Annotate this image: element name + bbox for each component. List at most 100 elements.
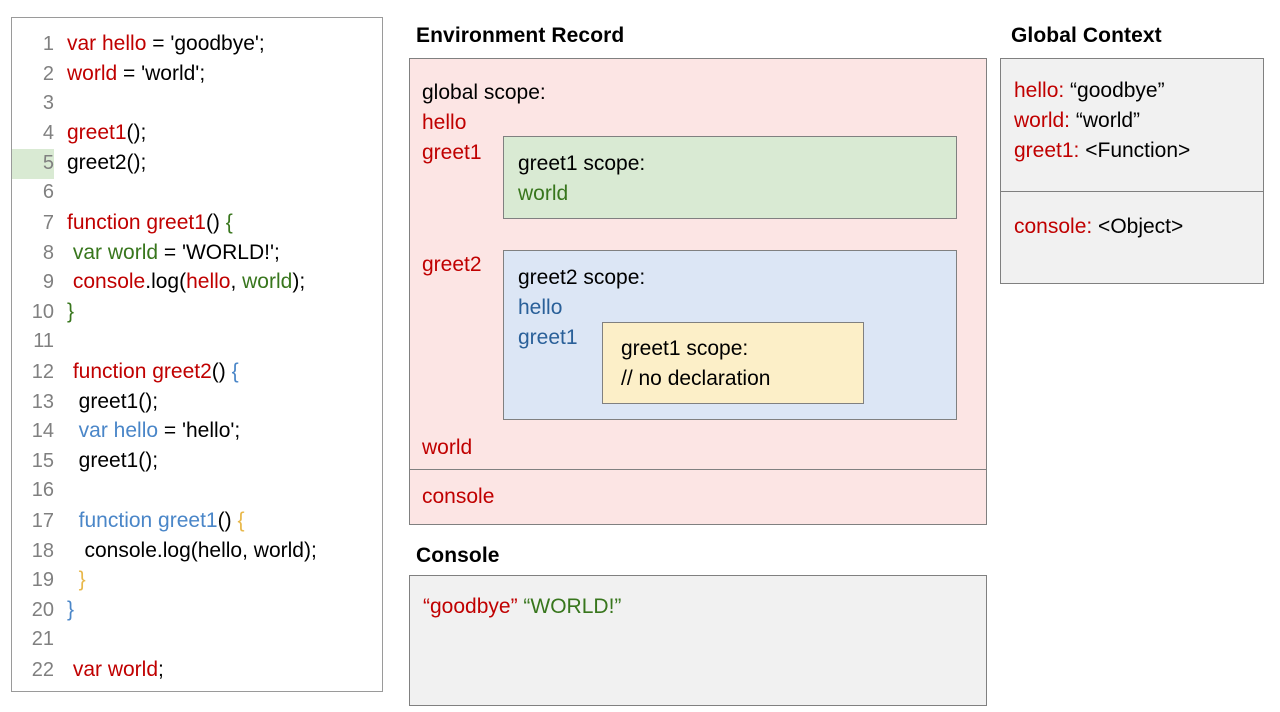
code-line[interactable]: 21	[12, 625, 382, 655]
line-number: 5	[12, 149, 54, 179]
code-line[interactable]: 18 console.log(hello, world);	[12, 536, 382, 566]
code-token: console	[72, 270, 146, 294]
code-line[interactable]: 15 greet1();	[12, 446, 382, 476]
global-context-key: greet1:	[1014, 139, 1080, 162]
console-panel[interactable]: “goodbye” “WORLD!”	[409, 575, 987, 706]
console-output-token: “WORLD!”	[523, 595, 622, 618]
line-number: 18	[31, 539, 54, 562]
line-number: 6	[42, 180, 54, 203]
code-token: ()	[211, 359, 232, 383]
code-token: greet1();	[67, 449, 159, 473]
global-context-key: console:	[1014, 215, 1093, 238]
code-line[interactable]: 19 }	[12, 565, 382, 595]
code-token: function greet2	[67, 359, 212, 383]
line-number: 19	[31, 569, 54, 592]
code-token: ;	[158, 657, 164, 681]
code-line[interactable]: 6	[12, 178, 382, 208]
line-number: 22	[31, 658, 54, 681]
code-line[interactable]: 10}	[12, 297, 382, 327]
greet1-inner-scope-note: // no declaration	[621, 367, 771, 390]
line-number: 10	[31, 301, 54, 324]
line-number: 16	[31, 478, 54, 501]
console-output-token: “goodbye”	[423, 595, 518, 618]
code-line-text: greet1();	[54, 387, 158, 417]
code-line[interactable]: 22 var world;	[12, 655, 382, 685]
line-number: 15	[31, 450, 54, 473]
code-line-text: function greet1() {	[54, 208, 233, 238]
code-line[interactable]: 16	[12, 476, 382, 506]
code-token: = 'world';	[117, 61, 206, 85]
code-token: var hello	[78, 419, 159, 443]
code-token	[67, 419, 79, 442]
code-token: ,	[230, 270, 243, 294]
line-number: 9	[42, 271, 54, 294]
code-line-text: console.log(hello, world);	[54, 267, 305, 297]
global-context-row: hello: “goodbye”	[1014, 76, 1190, 106]
code-token: greet1();	[67, 389, 159, 413]
code-token: function greet1	[78, 508, 218, 532]
global-binding-hello: hello	[422, 111, 467, 134]
line-number: 1	[42, 33, 54, 55]
line-number: 7	[42, 211, 54, 234]
global-binding-world: world	[422, 436, 473, 459]
console-title: Console	[416, 544, 500, 567]
environment-record-console-section: console	[410, 470, 986, 524]
global-context-value: <Function>	[1079, 139, 1191, 162]
line-number: 11	[33, 329, 54, 352]
code-line[interactable]: 9 console.log(hello, world);	[12, 267, 382, 297]
code-token: var hello	[67, 32, 147, 55]
code-token: {	[231, 359, 239, 383]
code-line[interactable]: 20}	[12, 595, 382, 625]
code-token: }	[67, 598, 75, 622]
greet1-scope-content: greet1 scope: world	[518, 149, 645, 209]
greet2-binding-greet1: greet1	[518, 326, 578, 349]
code-line[interactable]: 12 function greet2() {	[12, 357, 382, 387]
code-line-text: function greet2() {	[54, 357, 239, 387]
code-line-text: greet1();	[54, 446, 158, 476]
line-number: 20	[31, 599, 54, 622]
global-context-variables-section: hello: “goodbye”world: “world”greet1: <F…	[1001, 59, 1263, 192]
global-context-panel: hello: “goodbye”world: “world”greet1: <F…	[1000, 58, 1264, 284]
global-context-object-rows: console: <Object>	[1014, 212, 1183, 242]
line-number: 14	[31, 420, 54, 443]
greet1-inner-scope-box: greet1 scope: // no declaration	[602, 322, 864, 404]
code-line-text: world = 'world';	[54, 59, 205, 89]
global-context-row: world: “world”	[1014, 106, 1190, 136]
code-token: console.log(hello, world);	[67, 538, 317, 562]
global-scope-bindings: global scope: hello greet1	[422, 78, 546, 168]
code-line[interactable]: 13 greet1();	[12, 387, 382, 417]
global-context-value: <Object>	[1092, 215, 1184, 238]
greet1-inner-scope-content: greet1 scope: // no declaration	[621, 334, 770, 394]
code-line[interactable]: 3	[12, 89, 382, 119]
environment-record-title: Environment Record	[416, 24, 625, 47]
global-context-value: “world”	[1070, 109, 1141, 132]
global-context-row: console: <Object>	[1014, 212, 1183, 242]
code-line[interactable]: 14 var hello = 'hello';	[12, 416, 382, 446]
code-line[interactable]: 8 var world = 'WORLD!';	[12, 238, 382, 268]
greet1-inner-scope-header: greet1 scope:	[621, 337, 749, 360]
line-number: 21	[31, 627, 54, 650]
code-line[interactable]: 17 function greet1() {	[12, 506, 382, 536]
global-context-title: Global Context	[1011, 24, 1162, 47]
environment-record-panel: global scope: hello greet1 greet1 scope:…	[409, 58, 987, 525]
code-token: world	[67, 61, 118, 85]
global-context-row: greet1: <Function>	[1014, 136, 1190, 166]
code-token: greet1	[67, 121, 127, 145]
code-token: .log(	[145, 270, 187, 294]
line-number: 17	[31, 509, 54, 532]
code-token: world	[242, 270, 293, 294]
global-binding-console: console	[422, 485, 495, 508]
code-token	[67, 568, 79, 591]
global-context-key: world:	[1014, 109, 1071, 132]
code-token: var world	[67, 657, 159, 681]
global-context-value: “goodbye”	[1064, 79, 1165, 102]
code-token: {	[237, 508, 245, 532]
code-line[interactable]: 11	[12, 327, 382, 357]
greet2-scope-header: greet2 scope:	[518, 266, 646, 289]
